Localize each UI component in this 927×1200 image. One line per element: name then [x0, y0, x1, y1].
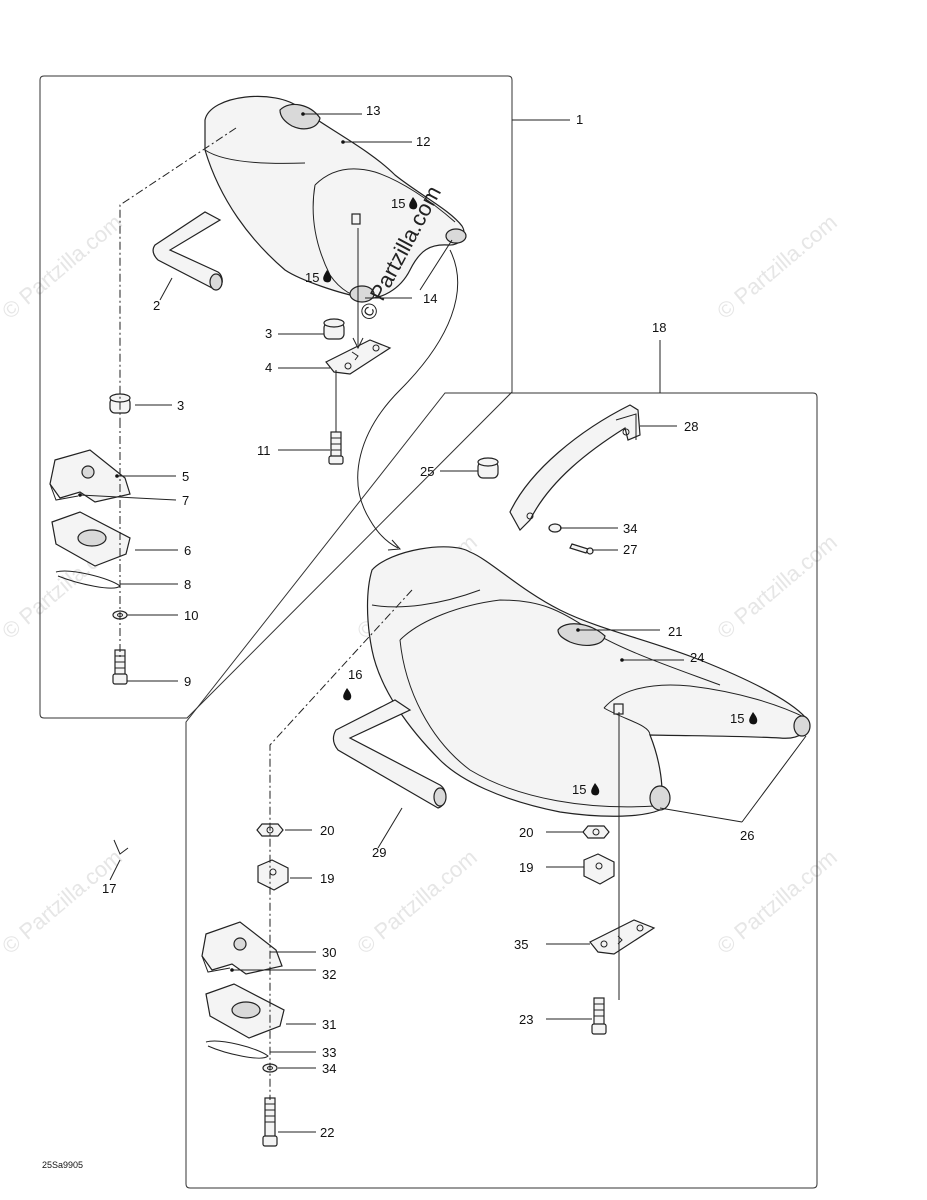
callout-30: 30 [322, 945, 336, 960]
callout-5: 5 [182, 469, 189, 484]
callout-15b: 15 [391, 196, 405, 211]
pivot-bar-29 [332, 699, 447, 809]
leader-lines [78, 112, 807, 1133]
callout-27: 27 [623, 542, 637, 557]
assembly-axis [119, 127, 237, 420]
screw-11 [328, 431, 344, 465]
hook-17 [113, 839, 129, 855]
callout-3b: 3 [177, 398, 184, 413]
callout-17: 17 [102, 881, 116, 896]
callout-33: 33 [322, 1045, 336, 1060]
callout-22: 22 [320, 1125, 334, 1140]
callout-26: 26 [740, 828, 754, 843]
screw-9 [112, 649, 128, 685]
group-frame-lower [185, 392, 818, 1189]
callout-9: 9 [184, 674, 191, 689]
callout-21: 21 [668, 624, 682, 639]
pivot-bar-2 [152, 211, 223, 291]
rubber-bumper-25 [477, 457, 499, 479]
callout-12: 12 [416, 134, 430, 149]
callout-28: 28 [684, 419, 698, 434]
callout-34a: 34 [623, 521, 637, 536]
rubber-bumper-3a [323, 318, 345, 340]
callout-20b: 20 [519, 825, 533, 840]
watermark-text: © Partzilla.com [712, 209, 842, 323]
seat-cover-12 [204, 95, 467, 303]
callout-15d: 15 [572, 782, 586, 797]
callout-labels: 1 2 3 3 4 5 6 7 8 9 10 11 12 13 14 15 15… [102, 103, 754, 1140]
screw-27 [569, 543, 594, 555]
arrow [352, 228, 364, 350]
callout-6: 6 [184, 543, 191, 558]
latch-base-31 [205, 983, 285, 1039]
watermark-text: © Partzilla.com [712, 844, 842, 958]
arrow-head [387, 539, 402, 551]
seat-cover-24 [366, 546, 811, 817]
washer-34a [548, 523, 562, 533]
callout-24: 24 [690, 650, 704, 665]
drawing-code: 25Sa9905 [42, 1160, 83, 1170]
hinge-plate-35 [589, 919, 656, 955]
drop-icon [343, 688, 352, 701]
drop-icon [749, 712, 758, 725]
callout-10: 10 [184, 608, 198, 623]
callout-15c: 15 [730, 711, 744, 726]
callout-3a: 3 [265, 326, 272, 341]
latch-5 [49, 449, 131, 503]
latch-30 [201, 921, 283, 975]
hinge-plate-4 [325, 339, 392, 375]
watermark-text: © Partzilla.com [0, 844, 127, 958]
callout-11: 11 [257, 443, 271, 458]
callout-20a: 20 [320, 823, 334, 838]
callout-2: 2 [153, 298, 160, 313]
group-frame-upper [39, 75, 513, 719]
nut-plate-19b [583, 853, 615, 885]
screw-22 [262, 1097, 278, 1147]
grab-handle-28 [509, 404, 641, 531]
nut-plate-19a [257, 859, 289, 891]
callout-31: 31 [322, 1017, 336, 1032]
callout-35: 35 [514, 937, 528, 952]
callout-34b: 34 [322, 1061, 336, 1076]
callout-19a: 19 [320, 871, 334, 886]
callout-32: 32 [322, 967, 336, 982]
callout-13: 13 [366, 103, 380, 118]
drop-icon [591, 783, 600, 796]
nut-20b [582, 825, 610, 839]
watermark-text: © Partzilla.com [352, 844, 482, 958]
callout-18: 18 [652, 320, 666, 335]
drop-icon [409, 197, 418, 210]
callout-8: 8 [184, 577, 191, 592]
screw-23 [591, 997, 607, 1035]
assembly-axis [269, 589, 413, 1100]
callout-23: 23 [519, 1012, 533, 1027]
callout-15a: 15 [305, 270, 319, 285]
callout-19b: 19 [519, 860, 533, 875]
callout-1: 1 [576, 112, 583, 127]
callout-14: 14 [423, 291, 437, 306]
spring-clip-33 [205, 1040, 269, 1059]
watermark-text: © Partzilla.com [0, 209, 127, 323]
latch-base-6 [51, 511, 131, 567]
callout-25: 25 [420, 464, 434, 479]
callout-29: 29 [372, 845, 386, 860]
drop-icon [323, 270, 332, 283]
watermark-text: © Partzilla.com [712, 529, 842, 643]
callout-7: 7 [182, 493, 189, 508]
callout-4: 4 [265, 360, 272, 375]
transfer-arrow [357, 249, 459, 549]
callout-16: 16 [348, 667, 362, 682]
